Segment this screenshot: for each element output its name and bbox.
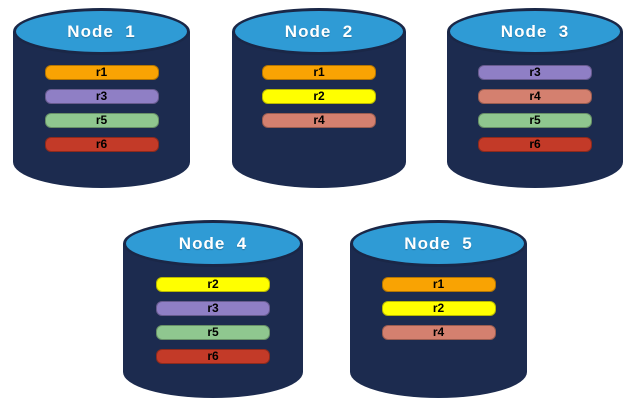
replica-bar-r4: r4 <box>262 113 376 128</box>
db-node-4: Node 4 r2 r3 r5 r6 <box>123 220 303 398</box>
replica-bar-r1: r1 <box>381 277 496 292</box>
cylinder-top-ellipse: Node 4 <box>123 220 303 267</box>
cylinder-top-ellipse: Node 5 <box>350 220 527 267</box>
replica-bar-r6: r6 <box>478 137 592 152</box>
replica-bar-r5: r5 <box>156 325 270 340</box>
replica-bar-r4: r4 <box>478 89 592 104</box>
replica-bar-r2: r2 <box>262 89 376 104</box>
db-node-5: Node 5 r1 r2 r4 <box>350 220 527 398</box>
replica-bar-r3: r3 <box>478 65 592 80</box>
replica-list: r1 r2 r4 <box>232 65 406 128</box>
node-title: Node 5 <box>404 233 473 253</box>
node-title: Node 4 <box>178 233 248 253</box>
replica-list: r1 r2 r4 <box>350 277 527 340</box>
replica-bar-r1: r1 <box>262 65 376 80</box>
replica-bar-r3: r3 <box>156 301 270 316</box>
replica-bar-r6: r6 <box>44 137 159 152</box>
node-title: Node 1 <box>67 21 136 41</box>
replica-bar-r2: r2 <box>381 301 496 316</box>
cylinder-body <box>123 244 303 398</box>
replica-list: r2 r3 r5 r6 <box>123 277 303 364</box>
replica-bar-r6: r6 <box>156 349 270 364</box>
cylinder-body <box>13 32 190 188</box>
cylinder-top-ellipse: Node 3 <box>447 8 623 55</box>
replica-bar-r1: r1 <box>44 65 159 80</box>
db-node-1: Node 1 r1 r3 r5 r6 <box>13 8 190 188</box>
cylinder-top-ellipse: Node 2 <box>232 8 406 55</box>
node-title: Node 2 <box>284 21 354 41</box>
cylinder-body <box>232 32 406 188</box>
node-title: Node 3 <box>500 21 570 41</box>
db-node-3: Node 3 r3 r4 r5 r6 <box>447 8 623 188</box>
replica-bar-r4: r4 <box>381 325 496 340</box>
cylinder-top-ellipse: Node 1 <box>13 8 190 55</box>
replica-bar-r5: r5 <box>44 113 159 128</box>
replica-list: r3 r4 r5 r6 <box>447 65 623 152</box>
replica-list: r1 r3 r5 r6 <box>13 65 190 152</box>
cylinder-body <box>350 244 527 398</box>
replica-bar-r2: r2 <box>156 277 270 292</box>
replica-bar-r5: r5 <box>478 113 592 128</box>
replica-bar-r3: r3 <box>44 89 159 104</box>
cylinder-body <box>447 32 623 188</box>
db-node-2: Node 2 r1 r2 r4 <box>232 8 406 188</box>
